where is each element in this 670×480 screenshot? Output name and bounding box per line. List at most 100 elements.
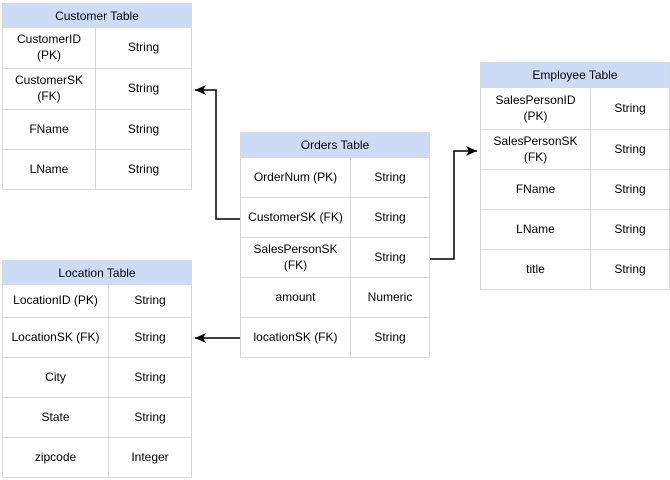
table-row[interactable]: State String — [2, 398, 192, 438]
table-row[interactable]: LName String — [480, 210, 670, 250]
field-name-cell[interactable]: CustomerID (PK) — [3, 28, 96, 68]
field-type-cell[interactable]: Integer — [109, 438, 191, 477]
field-type: String — [374, 329, 406, 344]
field-name-cell[interactable]: City — [3, 358, 109, 397]
field-name-cell[interactable]: LocationSK (FK) — [3, 318, 109, 357]
field-type: String — [614, 141, 646, 156]
field-type-cell[interactable]: String — [96, 28, 191, 68]
field-name: zipcode — [34, 449, 77, 464]
field-type: Numeric — [367, 289, 413, 304]
field-type-cell[interactable]: String — [351, 198, 429, 237]
field-name-cell[interactable]: locationSK (FK) — [241, 318, 351, 357]
field-type-cell[interactable]: String — [351, 158, 429, 197]
table-header[interactable]: Customer Table — [2, 3, 192, 28]
field-name-cell[interactable]: title — [481, 250, 591, 289]
field-type: String — [614, 181, 646, 196]
connector-orders-customer[interactable] — [195, 85, 240, 220]
field-type-cell[interactable]: String — [96, 150, 191, 189]
field-type-cell[interactable]: String — [109, 358, 191, 397]
field-name-cell[interactable]: OrderNum (PK) — [241, 158, 351, 197]
field-type: String — [614, 100, 646, 115]
field-name: LName — [516, 221, 555, 236]
table-row[interactable]: CustomerSK (FK) String — [2, 69, 192, 110]
field-name: SalesPersonID (PK) — [495, 92, 576, 123]
field-type: String — [127, 161, 160, 176]
table-row[interactable]: LocationID (PK) String — [2, 285, 192, 318]
field-type-cell[interactable]: String — [96, 110, 191, 149]
field-name-cell[interactable]: State — [3, 398, 109, 437]
field-name-cell[interactable]: LocationID (PK) — [3, 285, 109, 317]
table-header[interactable]: Location Table — [2, 260, 192, 285]
table-title: Orders Table — [300, 138, 370, 152]
table-row[interactable]: locationSK (FK) String — [240, 318, 430, 358]
field-name: LocationSK (FK) — [11, 329, 100, 344]
field-name-cell[interactable]: zipcode — [3, 438, 109, 477]
field-name-cell[interactable]: CustomerSK (FK) — [3, 69, 96, 109]
field-name: locationSK (FK) — [253, 329, 338, 344]
field-name: State — [41, 409, 70, 424]
table-row[interactable]: City String — [2, 358, 192, 398]
field-type: String — [374, 249, 406, 264]
field-name-cell[interactable]: FName — [481, 170, 591, 209]
table-row[interactable]: LName String — [2, 150, 192, 190]
table-row[interactable]: SalesPersonSK (FK) String — [480, 130, 670, 170]
field-type: String — [374, 209, 406, 224]
table-header[interactable]: Employee Table — [480, 62, 670, 88]
field-name: CustomerID (PK) — [16, 32, 81, 62]
field-type: String — [134, 409, 166, 424]
field-type-cell[interactable]: String — [109, 318, 191, 357]
field-type-cell[interactable]: String — [351, 318, 429, 357]
field-type: String — [614, 221, 646, 236]
field-type: String — [127, 81, 160, 96]
table-row[interactable]: LocationSK (FK) String — [2, 318, 192, 358]
field-type-cell[interactable]: String — [591, 130, 669, 169]
field-type-cell[interactable]: String — [96, 69, 191, 109]
table-row[interactable]: OrderNum (PK)String — [240, 158, 430, 198]
field-type: String — [614, 261, 646, 276]
table-row[interactable]: CustomerSK (FK) String — [240, 198, 430, 238]
field-name-cell[interactable]: amount — [241, 278, 351, 317]
field-type-cell[interactable]: String — [351, 238, 429, 277]
field-name: SalesPersonSK (FK) — [253, 241, 338, 272]
field-name: FName — [515, 181, 556, 196]
field-name-cell[interactable]: CustomerSK (FK) — [241, 198, 351, 237]
field-type-cell[interactable]: String — [591, 210, 669, 249]
table-header[interactable]: Orders Table — [240, 132, 430, 158]
field-name: LName — [29, 161, 69, 176]
field-type-cell[interactable]: String — [109, 398, 191, 437]
field-name: LocationID (PK) — [13, 293, 98, 308]
field-name-cell[interactable]: FName — [3, 110, 96, 149]
connector-orders-employee[interactable] — [430, 146, 477, 260]
field-type-cell[interactable]: String — [591, 170, 669, 209]
table-row[interactable]: zipcode Integer — [2, 438, 192, 478]
field-type-cell[interactable]: String — [591, 250, 669, 289]
field-name: CustomerSK (FK) — [14, 73, 84, 103]
field-type-cell[interactable]: Numeric — [351, 278, 429, 317]
table-row[interactable]: SalesPersonSK (FK) String — [240, 238, 430, 278]
table-row[interactable]: CustomerID (PK) String — [2, 28, 192, 69]
field-name: title — [526, 261, 545, 276]
field-name: City — [45, 369, 66, 384]
field-name: FName — [29, 121, 69, 136]
table-title: Employee Table — [532, 68, 618, 82]
table-row[interactable]: FName String — [2, 110, 192, 150]
field-name-cell[interactable]: LName — [3, 150, 96, 189]
field-name-cell[interactable]: SalesPersonID (PK) — [481, 88, 591, 129]
field-type-cell[interactable]: String — [109, 285, 191, 317]
field-name-cell[interactable]: LName — [481, 210, 591, 249]
field-type-cell[interactable]: String — [591, 88, 669, 129]
field-name-cell[interactable]: SalesPersonSK (FK) — [241, 238, 351, 277]
table-row[interactable]: SalesPersonID (PK) String — [480, 88, 670, 130]
table-row[interactable]: FName String — [480, 170, 670, 210]
field-name: amount — [275, 289, 316, 304]
table-title: Location Table — [58, 265, 136, 280]
table-row[interactable]: title String — [480, 250, 670, 290]
table-row[interactable]: amount Numeric — [240, 278, 430, 318]
field-name-cell[interactable]: SalesPersonSK (FK) — [481, 130, 591, 169]
field-type: String — [134, 369, 166, 384]
field-type: String — [134, 293, 166, 308]
